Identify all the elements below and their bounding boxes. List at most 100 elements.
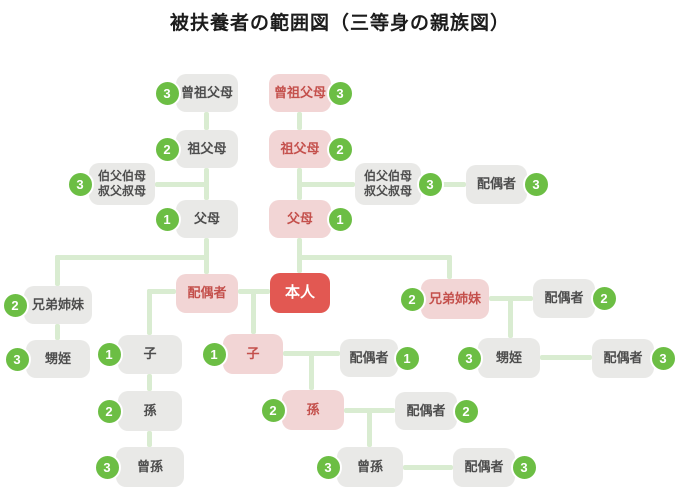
node-grandparents-spouse: 祖父母 xyxy=(176,130,238,168)
connector-line xyxy=(540,355,592,360)
node-label: 甥姪 xyxy=(44,350,71,366)
node-uncles-aunts-self: 伯父伯母 叔父叔母 xyxy=(355,163,421,205)
node-label: 曾孫 xyxy=(136,458,163,474)
connector-line xyxy=(489,296,533,301)
connector-line xyxy=(147,431,152,447)
degree-badge: 2 xyxy=(398,285,426,313)
degree-badge: 1 xyxy=(200,340,228,368)
degree-badge: 3 xyxy=(3,345,31,373)
degree-badge: 2 xyxy=(95,397,123,425)
node-label: 伯父伯母 叔父叔母 xyxy=(363,169,412,198)
degree-badge: 2 xyxy=(452,397,480,425)
connector-line xyxy=(55,255,207,260)
degree-badge: 3 xyxy=(455,344,483,372)
degree-badge: 3 xyxy=(649,345,677,372)
node-label: 祖父母 xyxy=(187,140,227,156)
degree-badge: 3 xyxy=(153,79,181,107)
degree-badge: 1 xyxy=(326,205,354,233)
connector-line xyxy=(155,182,207,187)
degree-badge: 2 xyxy=(1,291,29,319)
node-label: 子 xyxy=(143,346,157,362)
node-label: 曾祖父母 xyxy=(273,84,326,100)
degree-badge: 3 xyxy=(416,170,444,198)
node-label: 配偶者 xyxy=(603,350,643,366)
connector-line xyxy=(309,354,314,390)
connector-line xyxy=(147,289,176,294)
connector-line xyxy=(147,289,152,335)
connector-line xyxy=(251,292,256,334)
node-label: 甥姪 xyxy=(495,349,522,365)
node-label: 兄弟姉妹 xyxy=(428,290,481,306)
node-self: 本人 xyxy=(270,273,330,313)
node-label: 兄弟姉妹 xyxy=(31,296,84,312)
node-grandchild-self-spouse: 配偶者 xyxy=(395,392,457,430)
connector-line xyxy=(147,374,152,391)
connector-line xyxy=(421,182,466,187)
degree-badge: 1 xyxy=(393,344,421,372)
degree-badge: 3 xyxy=(510,454,538,481)
node-child-self-spouse: 配偶者 xyxy=(340,339,398,377)
connector-line xyxy=(300,182,355,187)
connector-line xyxy=(367,411,372,447)
node-spouse: 配偶者 xyxy=(176,274,238,313)
node-uncles-aunts-self-spouse: 配偶者 xyxy=(466,165,527,204)
connector-line xyxy=(283,351,340,356)
node-great-grandchild-self-spouse: 配偶者 xyxy=(453,448,515,487)
node-child-spouse: 子 xyxy=(118,335,182,374)
node-grandchild-spouse: 孫 xyxy=(118,391,182,431)
node-label: 配偶者 xyxy=(476,176,516,192)
node-nephews-nieces-self-spouse: 配偶者 xyxy=(592,339,654,378)
connector-line xyxy=(297,255,452,260)
node-child-self: 子 xyxy=(223,334,283,374)
node-parents-self: 父母 xyxy=(269,200,331,238)
degree-badge: 1 xyxy=(153,205,181,233)
node-label: 孫 xyxy=(143,402,157,418)
degree-badge: 2 xyxy=(326,135,354,163)
node-label: 配偶者 xyxy=(406,402,446,418)
node-label: 父母 xyxy=(193,210,220,226)
node-label: 伯父伯母 叔父叔母 xyxy=(97,169,146,198)
node-great-grandchild-spouse: 曾孫 xyxy=(116,447,184,487)
page-title: 被扶養者の範囲図（三等身の親族図） xyxy=(169,13,510,34)
node-label: 配偶者 xyxy=(349,349,389,365)
connector-line xyxy=(297,112,302,130)
node-label: 祖父母 xyxy=(280,140,320,156)
connector-line xyxy=(55,324,60,340)
node-great-grandparents-self: 曾祖父母 xyxy=(269,74,331,112)
degree-badge: 2 xyxy=(153,135,181,163)
degree-badge: 3 xyxy=(326,79,354,107)
node-label: 孫 xyxy=(306,401,320,417)
node-siblings-spouse: 兄弟姉妹 xyxy=(24,286,92,324)
node-nephews-nieces-self: 甥姪 xyxy=(478,338,540,378)
degree-badge: 3 xyxy=(522,171,550,198)
node-label: 父母 xyxy=(286,210,313,226)
degree-badge: 3 xyxy=(314,453,342,481)
connector-line xyxy=(204,112,209,130)
connector-line xyxy=(238,289,270,294)
node-parents-spouse: 父母 xyxy=(176,200,238,238)
connector-line xyxy=(55,255,60,286)
degree-badge: 2 xyxy=(590,285,618,312)
node-uncles-aunts-spouse: 伯父伯母 叔父叔母 xyxy=(89,163,155,205)
degree-badge: 2 xyxy=(259,396,287,424)
connector-line xyxy=(508,299,513,338)
node-siblings-self: 兄弟姉妹 xyxy=(421,279,489,319)
node-label: 子 xyxy=(246,345,260,361)
connector-line xyxy=(447,255,452,279)
node-great-grandchild-self: 曾孫 xyxy=(337,447,403,487)
node-label: 配偶者 xyxy=(187,285,227,301)
node-grandparents-self: 祖父母 xyxy=(269,130,331,168)
node-grandchild-self: 孫 xyxy=(282,390,344,430)
degree-badge: 1 xyxy=(95,341,123,368)
degree-badge: 3 xyxy=(66,170,94,198)
connector-line xyxy=(403,465,453,470)
node-great-grandparents-spouse: 曾祖父母 xyxy=(176,74,238,112)
node-nephews-nieces-spouse: 甥姪 xyxy=(26,340,90,378)
node-label: 曾祖父母 xyxy=(180,84,233,100)
degree-badge: 3 xyxy=(93,453,121,481)
node-label: 配偶者 xyxy=(544,290,584,306)
connector-line xyxy=(344,408,395,413)
node-siblings-self-spouse: 配偶者 xyxy=(533,279,595,318)
node-label: 本人 xyxy=(284,283,315,301)
